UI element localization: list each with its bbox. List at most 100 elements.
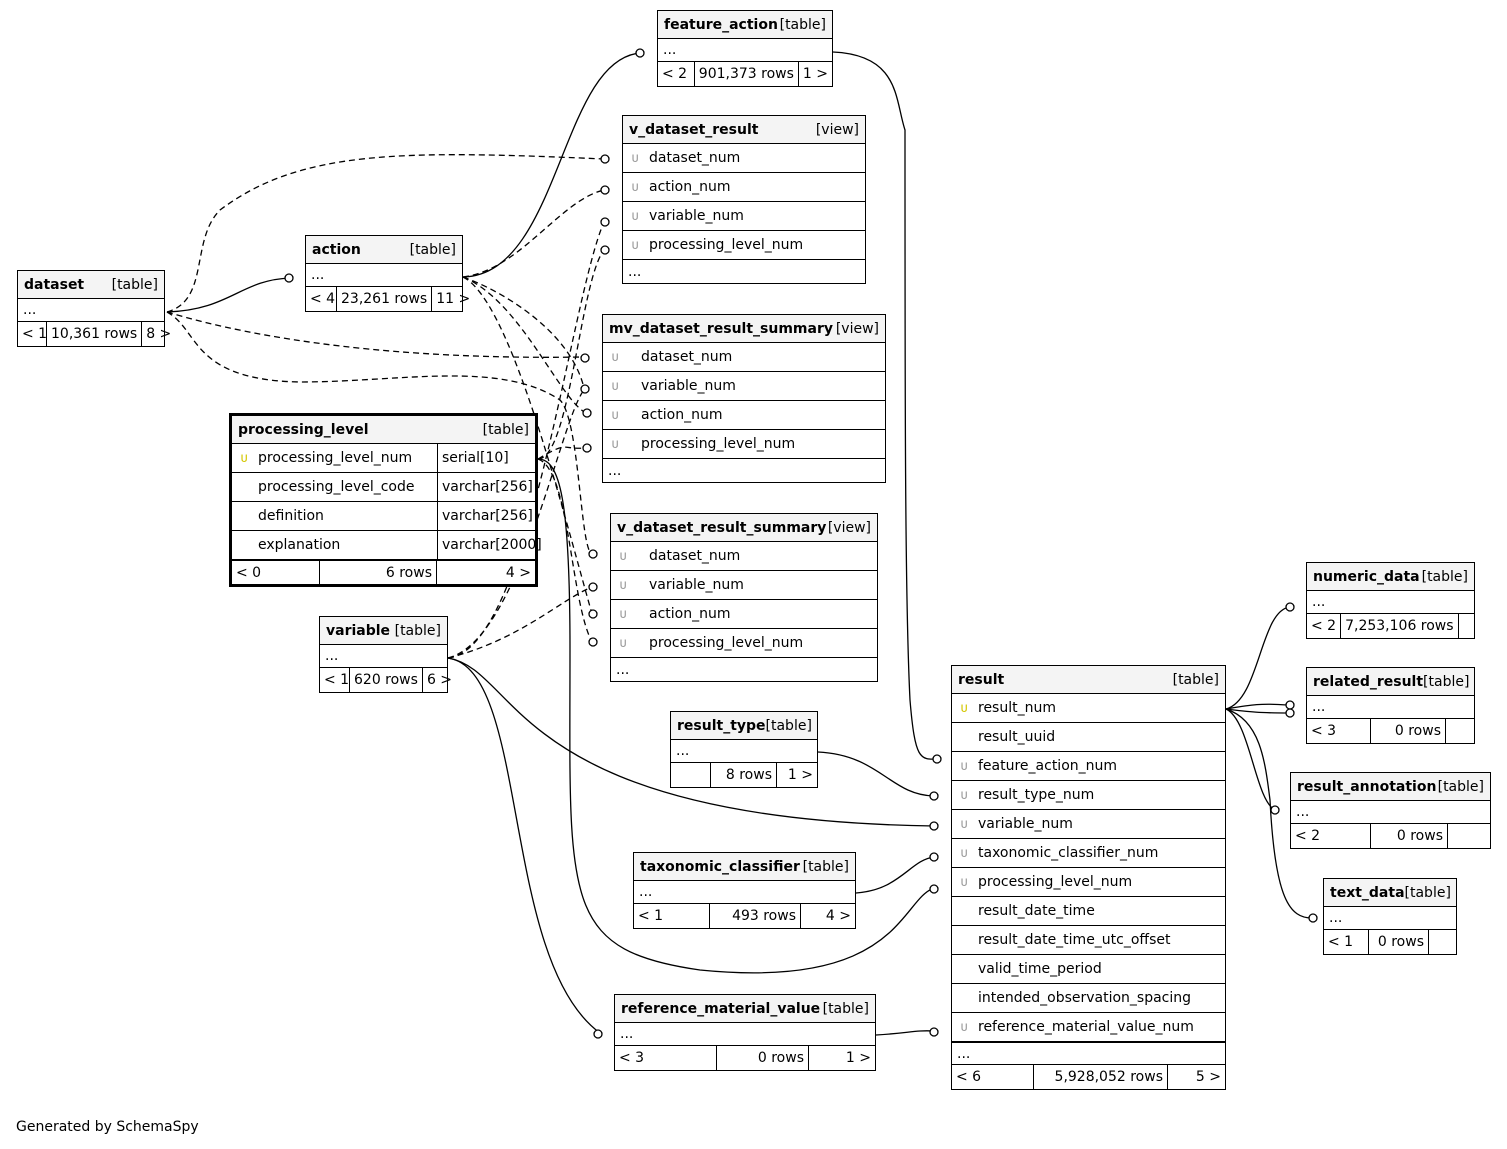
- table-kind: [view]: [827, 519, 871, 536]
- foreign-key-icon: ᴜ: [960, 787, 968, 803]
- foreign-key-icon: ᴜ: [611, 407, 619, 423]
- parents-count: < 0: [232, 561, 320, 584]
- ellipsis-row: ...: [634, 881, 855, 904]
- table-name: result: [958, 671, 1005, 688]
- row-count: 901,373 rows: [695, 62, 799, 86]
- column-name: variable_num: [649, 208, 744, 224]
- table-name: numeric_data: [1313, 568, 1420, 585]
- table-name: result_type: [677, 717, 766, 734]
- table-name: v_dataset_result_summary: [617, 519, 827, 536]
- ellipsis-row: ...: [671, 740, 817, 763]
- table-kind: [table]: [765, 717, 812, 734]
- row-count: 5,928,052 rows: [1034, 1065, 1168, 1089]
- foreign-key-icon: ᴜ: [960, 758, 968, 774]
- children-count: 6 >: [426, 672, 453, 688]
- table-name: text_data: [1330, 884, 1405, 901]
- column-type: varchar[2000]: [437, 531, 542, 559]
- column-name: processing_level_num: [258, 450, 413, 466]
- column-name: action_num: [641, 407, 723, 423]
- row-count: 0 rows: [717, 1046, 809, 1070]
- parents-count: < 2: [1291, 824, 1371, 848]
- parents-count: < 6: [952, 1065, 1034, 1089]
- parents-count: [671, 763, 711, 787]
- column-name: action_num: [649, 606, 731, 622]
- parents-count: < 1: [634, 904, 710, 928]
- column-type: varchar[256]: [437, 502, 535, 530]
- column-name: reference_material_value_num: [978, 1019, 1194, 1035]
- table-name: result_annotation: [1297, 778, 1437, 795]
- row-count: 23,261 rows: [337, 287, 433, 311]
- column-name: dataset_num: [649, 150, 741, 166]
- ellipsis-row: ...: [615, 1023, 875, 1046]
- column-name: processing_level_num: [649, 635, 804, 651]
- column-name: processing_level_code: [258, 479, 415, 495]
- foreign-key-icon: ᴜ: [611, 378, 619, 394]
- column-name: definition: [258, 508, 324, 524]
- table-kind: [table]: [1172, 671, 1219, 688]
- table-kind: [table]: [822, 1000, 869, 1017]
- table-kind: [table]: [1421, 568, 1468, 585]
- foreign-key-icon: ᴜ: [611, 349, 619, 365]
- row-count: 7,253,106 rows: [1341, 614, 1459, 638]
- column-name: dataset_num: [649, 548, 741, 564]
- ellipsis-row: ...: [320, 645, 447, 668]
- table-name: dataset: [24, 276, 85, 293]
- table-kind: [table]: [779, 16, 826, 33]
- foreign-key-icon: ᴜ: [631, 150, 639, 166]
- foreign-key-icon: ᴜ: [631, 179, 639, 195]
- column-name: result_date_time_utc_offset: [978, 932, 1171, 948]
- foreign-key-icon: ᴜ: [611, 436, 619, 452]
- ellipsis-row: ...: [306, 264, 462, 287]
- column-name: feature_action_num: [978, 758, 1118, 774]
- table-kind: [table]: [802, 858, 849, 875]
- parents-count: < 2: [1307, 614, 1342, 638]
- table-kind: [table]: [394, 622, 441, 639]
- table-kind: [view]: [835, 320, 879, 337]
- row-count: 0 rows: [1371, 824, 1448, 848]
- children-count: 11 >: [436, 291, 471, 307]
- ellipsis-row: ...: [616, 661, 630, 678]
- foreign-key-icon: ᴜ: [619, 635, 627, 651]
- column-name: explanation: [258, 537, 341, 553]
- children-count: [1446, 719, 1474, 743]
- foreign-key-icon: ᴜ: [631, 237, 639, 253]
- table-name: related_result: [1313, 673, 1424, 690]
- column-name: action_num: [649, 179, 731, 195]
- column-type: serial[10]: [437, 444, 535, 472]
- column-name: variable_num: [641, 378, 736, 394]
- children-count: [1448, 824, 1490, 848]
- column-type: varchar[256]: [437, 473, 535, 501]
- parents-count: < 1: [18, 322, 47, 346]
- children-count: 1 >: [802, 66, 828, 82]
- table-kind: [table]: [482, 421, 529, 438]
- view-v-dataset-result-summary[interactable]: v_dataset_result_summary[view] ᴜ dataset_…: [610, 513, 878, 682]
- children-count: [1459, 614, 1474, 638]
- column-name: intended_observation_spacing: [978, 990, 1192, 1006]
- children-count: 8 >: [146, 326, 172, 342]
- foreign-key-icon: ᴜ: [960, 816, 968, 832]
- column-name: processing_level_num: [641, 436, 796, 452]
- parents-count: < 2: [658, 62, 695, 86]
- children-count: 4 >: [825, 908, 851, 924]
- generated-by-footer: Generated by SchemaSpy: [16, 1119, 199, 1135]
- children-count: 4 >: [505, 564, 531, 581]
- table-name: processing_level: [238, 421, 369, 438]
- ellipsis-row: ...: [1291, 801, 1490, 824]
- table-kind: [table]: [1423, 673, 1470, 690]
- ellipsis-row: ...: [608, 462, 622, 479]
